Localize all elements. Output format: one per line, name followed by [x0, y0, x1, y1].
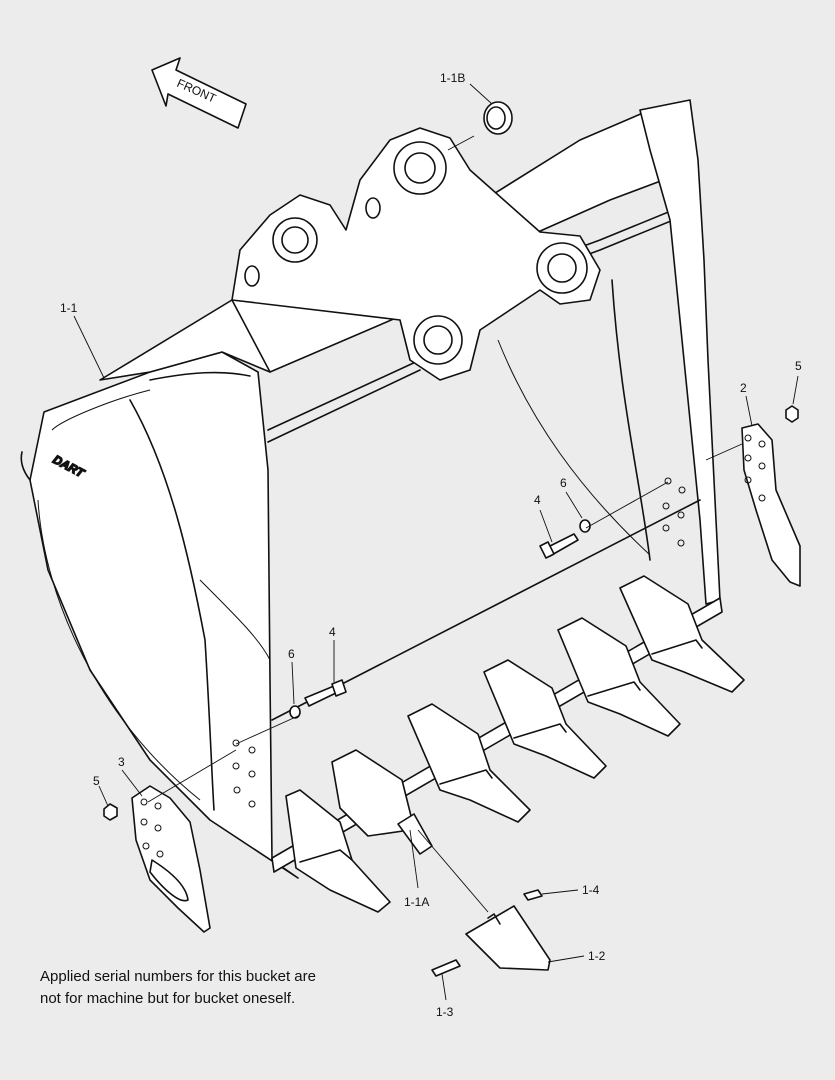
note-line-2: not for machine but for bucket oneself. — [40, 990, 296, 1007]
side-cutter-right — [741, 423, 801, 587]
retainer-pin — [431, 959, 461, 977]
callout-labels: 1-1 1-1B 2 5 4 6 4 6 3 5 1-1A 1-4 1-2 1-… — [60, 71, 802, 1019]
serial-number-note: Applied serial numbers for this bucket a… — [40, 966, 400, 1010]
tooth-point-exploded — [397, 813, 551, 977]
callout-4-left: 4 — [329, 625, 336, 639]
callout-1-1: 1-1 — [60, 301, 78, 315]
side-cutter-left — [131, 785, 211, 933]
callout-4-right: 4 — [534, 493, 541, 507]
nut-right — [785, 405, 799, 423]
callout-1-4: 1-4 — [582, 883, 600, 897]
washer-right — [579, 519, 591, 533]
mounting-brackets — [231, 101, 601, 381]
callout-6-right: 6 — [560, 476, 567, 490]
front-arrow: FRONT — [151, 57, 247, 129]
callout-1-1A: 1-1A — [404, 895, 429, 909]
callout-5-right: 5 — [795, 359, 802, 373]
callout-1-2: 1-2 — [588, 949, 606, 963]
leader-lines — [73, 83, 799, 1001]
callout-5-left: 5 — [93, 774, 100, 788]
washer-left — [289, 705, 301, 719]
fasteners — [103, 405, 799, 821]
callout-3: 3 — [118, 755, 125, 769]
adapter-nose — [397, 813, 433, 855]
callout-6-left: 6 — [288, 647, 295, 661]
bushing — [483, 101, 513, 135]
teeth — [285, 575, 745, 913]
lock-pin — [523, 889, 543, 901]
callout-1-1B: 1-1B — [440, 71, 465, 85]
callout-1-3: 1-3 — [436, 1005, 454, 1019]
callout-2: 2 — [740, 381, 747, 395]
note-line-1: Applied serial numbers for this bucket a… — [40, 968, 316, 985]
nut-left — [103, 803, 118, 821]
bolt-holes — [232, 477, 686, 808]
